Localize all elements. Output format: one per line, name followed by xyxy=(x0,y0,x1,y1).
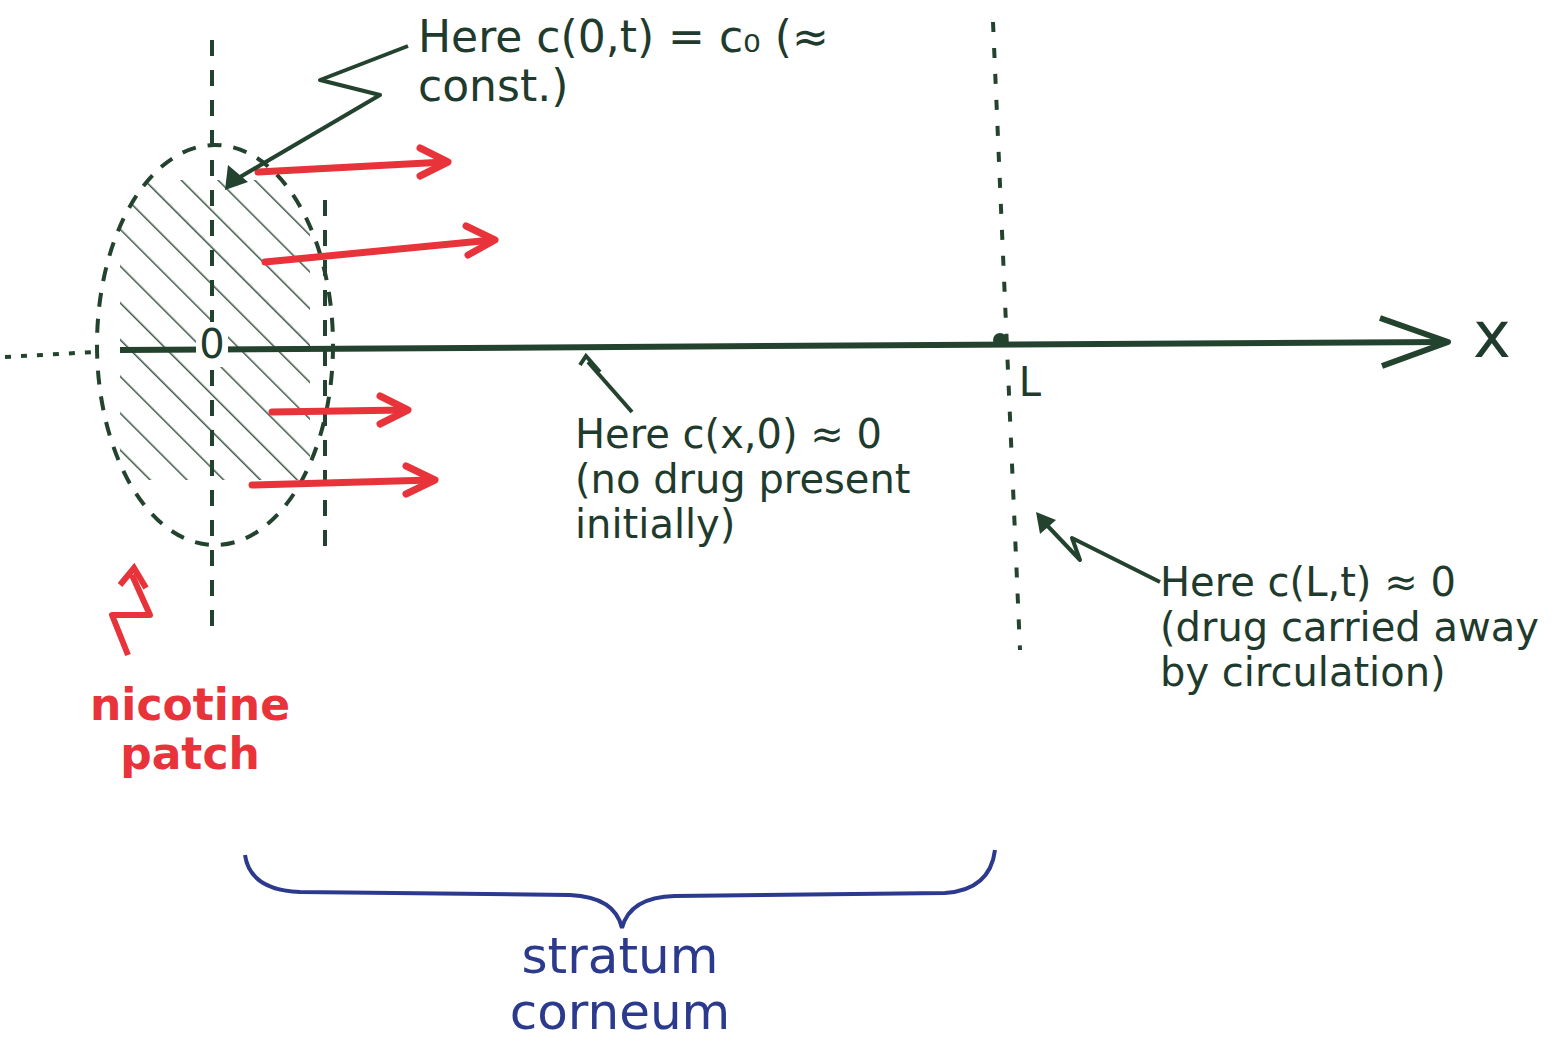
axis-arrowhead xyxy=(1380,318,1448,366)
leader-line xyxy=(235,46,408,180)
boundary-line xyxy=(993,22,1020,650)
leader-arrowhead xyxy=(580,356,600,372)
leader-arrowhead xyxy=(1036,512,1056,534)
length-label: L xyxy=(1010,360,1050,405)
leader-line xyxy=(1042,520,1160,582)
axis-label: x xyxy=(1462,300,1522,372)
patch-hatching xyxy=(120,180,310,480)
leader-arrowhead xyxy=(120,568,146,588)
patch-label: nicotine patch xyxy=(40,680,340,779)
origin-label: 0 xyxy=(196,322,228,367)
boundary-condition: Here c(0,t) = c₀ (≈ const.) xyxy=(418,12,973,111)
axis-extension xyxy=(5,352,95,357)
flux-arrows xyxy=(252,148,495,494)
brace xyxy=(245,850,995,928)
layer-label: stratum corneum xyxy=(430,928,810,1040)
leader-line xyxy=(588,362,632,412)
x-axis xyxy=(120,342,1445,350)
initial-condition: Here c(x,0) ≈ 0 (no drug present initial… xyxy=(575,412,915,546)
boundary-line xyxy=(323,200,327,550)
leader-arrowhead xyxy=(225,165,248,190)
boundary-condition: Here c(L,t) ≈ 0 (drug carried away by ci… xyxy=(1160,560,1555,694)
